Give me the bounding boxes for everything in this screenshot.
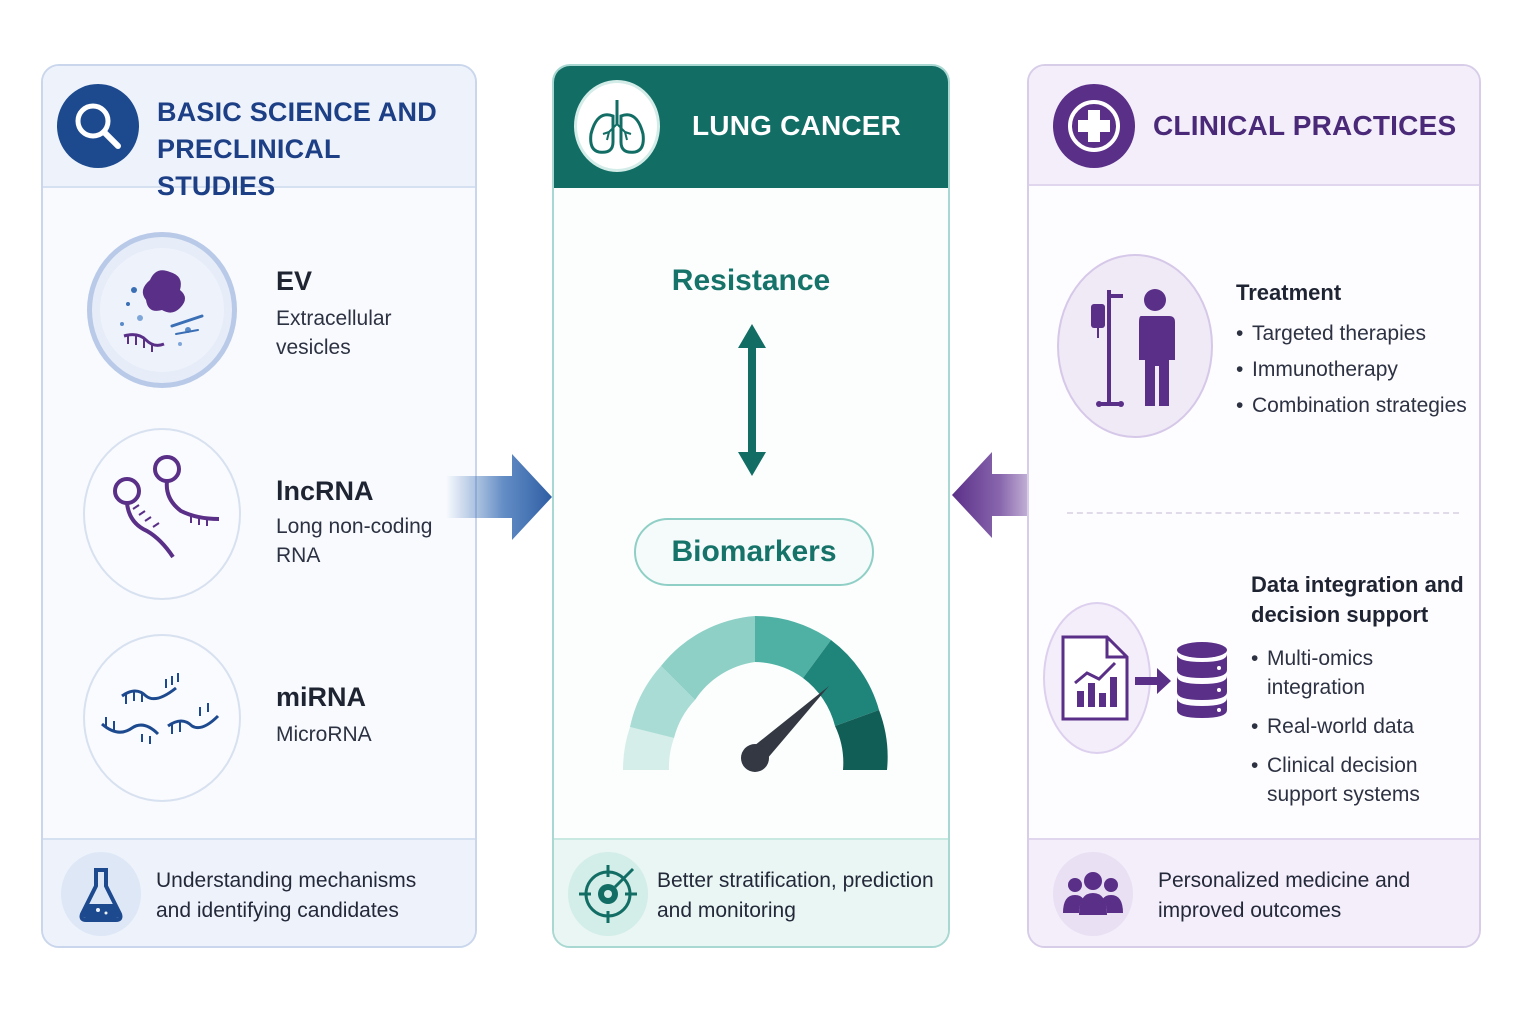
clinical-practices-title: CLINICAL PRACTICES xyxy=(1153,110,1457,141)
lung-cancer-panel: LUNG CANCER Resistance Biomarkers xyxy=(552,64,950,948)
treatment-item: Targeted therapies xyxy=(1236,316,1467,352)
treatment-item: Combination strategies xyxy=(1236,388,1467,424)
treatment-item: Immunotherapy xyxy=(1236,352,1467,388)
basic-science-header: BASIC SCIENCE AND PRECLINICAL STUDIES xyxy=(43,66,475,201)
database-icon xyxy=(1177,642,1227,718)
lncrna-name: lncRNA xyxy=(276,476,374,506)
ev-name: EV xyxy=(276,266,313,296)
basic-science-panel: BASIC SCIENCE AND PRECLINICAL STUDIES EV… xyxy=(41,64,477,948)
magnifier-icon xyxy=(57,84,139,168)
mirna-name: miRNA xyxy=(276,682,367,712)
basic-science-title: BASIC SCIENCE AND PRECLINICAL STUDIES xyxy=(157,97,437,201)
lung-cancer-footer: Better stratification, prediction and mo… xyxy=(554,838,948,946)
double-arrow-icon xyxy=(738,324,766,476)
patient-iv-icon xyxy=(1057,254,1213,438)
small-arrow-icon xyxy=(1135,668,1171,694)
lncrna-icon xyxy=(83,428,241,600)
treatment-title: Treatment xyxy=(1236,280,1342,305)
mirna-icon xyxy=(83,634,241,802)
data-item: Real-world data xyxy=(1251,712,1475,741)
lung-cancer-footer-text: Better stratification, prediction and mo… xyxy=(657,869,934,922)
clinical-practices-footer-text: Personalized medicine and improved outco… xyxy=(1158,869,1411,922)
lungs-icon xyxy=(574,80,660,172)
lung-cancer-title: LUNG CANCER xyxy=(692,110,902,141)
data-item: Clinical decision support systems xyxy=(1251,751,1475,809)
treatment-list: Targeted therapies Immunotherapy Combina… xyxy=(1236,316,1467,424)
data-integration-list: Multi-omics integration Real-world data … xyxy=(1251,644,1475,809)
data-integration-title: Data integration and decision support xyxy=(1251,572,1464,627)
mirna-desc: MicroRNA xyxy=(276,723,372,746)
left-arrow-icon xyxy=(952,452,1058,538)
section-divider xyxy=(1067,512,1459,514)
clinical-practices-header: CLINICAL PRACTICES xyxy=(1029,66,1479,186)
right-arrow-icon xyxy=(446,454,552,540)
clinical-practices-panel: CLINICAL PRACTICES Treatment Targeted th… xyxy=(1027,64,1481,948)
basic-science-footer: Understanding mechanisms and identifying… xyxy=(43,838,475,946)
extracellular-vesicle-icon xyxy=(87,232,237,388)
clinical-practices-footer: Personalized medicine and improved outco… xyxy=(1029,838,1479,946)
people-group-icon xyxy=(1053,852,1133,936)
basic-science-footer-text: Understanding mechanisms and identifying… xyxy=(156,869,417,922)
gauge-icon xyxy=(622,615,888,772)
target-icon xyxy=(568,852,648,936)
medical-cross-icon xyxy=(1053,84,1135,168)
resistance-label: Resistance xyxy=(671,264,831,297)
lung-cancer-header: LUNG CANCER xyxy=(554,66,948,188)
lncrna-desc: Long non-coding RNA xyxy=(276,515,433,567)
flask-icon xyxy=(61,852,141,936)
ev-desc: Extracellular vesicles xyxy=(276,307,392,359)
biomarkers-pill: Biomarkers xyxy=(634,518,874,586)
data-item: Multi-omics integration xyxy=(1251,644,1475,702)
